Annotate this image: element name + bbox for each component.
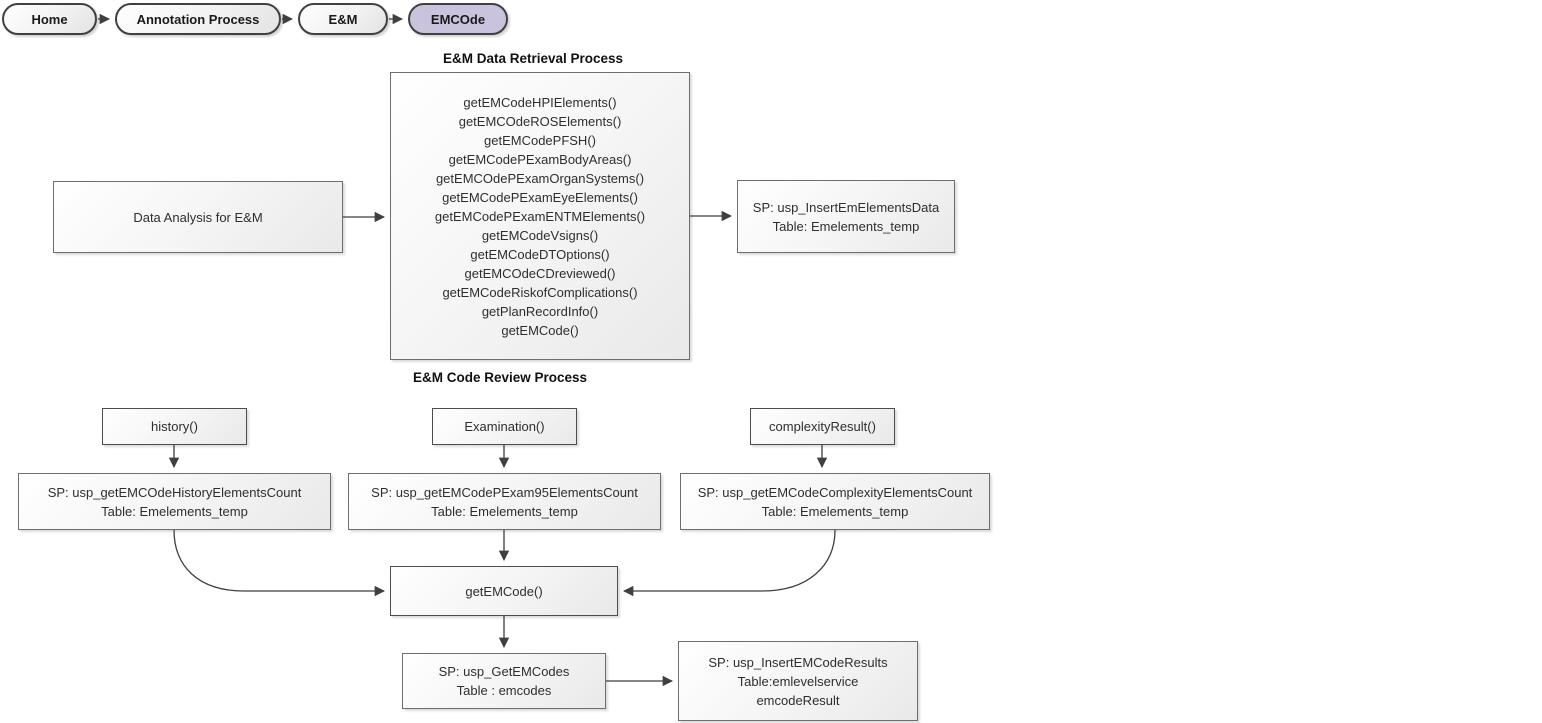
get-em-code-label: getEMCode() bbox=[465, 583, 543, 599]
connector-complexity-count-to-getemcode bbox=[622, 529, 836, 597]
get-em-codes-table: Table : emcodes bbox=[456, 683, 552, 698]
function-item: getEMCodePExamEyeElements() bbox=[442, 189, 638, 205]
history-elements-count-box: SP: usp_getEMCOdeHistoryElementsCount Ta… bbox=[18, 473, 331, 530]
insert-results-sp: SP: usp_InsertEMCodeResults bbox=[708, 654, 888, 670]
exam95-elements-count-box: SP: usp_getEMCodePExam95ElementsCount Ta… bbox=[348, 473, 661, 530]
function-item: getEMCodeDTOptions() bbox=[470, 246, 610, 262]
connector-history-count-to-getemcode bbox=[173, 529, 386, 597]
breadcrumb-pill-em[interactable]: E&M bbox=[298, 3, 388, 35]
exam95-count-sp: SP: usp_getEMCodePExam95ElementsCount bbox=[371, 484, 638, 500]
insert-em-code-results-box: SP: usp_InsertEMCodeResults Table:emleve… bbox=[678, 641, 918, 721]
insert-em-elements-box: SP: usp_InsertEmElementsData Table: Emel… bbox=[737, 180, 955, 253]
history-label: history() bbox=[151, 419, 198, 434]
history-count-table: Table: Emelements_temp bbox=[101, 503, 248, 519]
function-item: getEMCodePExamBodyAreas() bbox=[448, 151, 632, 167]
data-analysis-box: Data Analysis for E&M bbox=[53, 181, 343, 253]
insert-results-table: Table:emlevelservice bbox=[737, 673, 859, 689]
function-item: getEMCOdeROSElements() bbox=[458, 113, 622, 129]
get-em-codes-box: SP: usp_GetEMCodes Table : emcodes bbox=[402, 653, 606, 709]
function-item: getEMCodePFSH() bbox=[484, 132, 596, 148]
history-box: history() bbox=[102, 408, 247, 445]
data-analysis-label: Data Analysis for E&M bbox=[133, 209, 263, 225]
retrieval-process-title: E&M Data Retrieval Process bbox=[442, 51, 624, 66]
function-item: getEMCOdeCDreviewed() bbox=[464, 265, 616, 281]
function-item: getEMCodeRiskofComplications() bbox=[442, 284, 638, 300]
function-item: getEMCodeHPIElements() bbox=[463, 94, 617, 110]
complexity-count-sp: SP: usp_getEMCodeComplexityElementsCount bbox=[697, 484, 973, 500]
function-item: getPlanRecordInfo() bbox=[481, 303, 599, 319]
exam95-count-table: Table: Emelements_temp bbox=[431, 503, 578, 519]
function-item: getEMCode() bbox=[501, 322, 579, 338]
insert-results-table2: emcodeResult bbox=[756, 692, 840, 708]
complexity-count-table: Table: Emelements_temp bbox=[761, 503, 909, 519]
complexity-result-box: complexityResult() bbox=[750, 408, 895, 445]
breadcrumb-pill-home[interactable]: Home bbox=[2, 3, 97, 35]
examination-label: Examination() bbox=[464, 419, 545, 434]
breadcrumb-pill-annotation-process[interactable]: Annotation Process bbox=[115, 3, 281, 35]
get-em-code-box: getEMCode() bbox=[390, 566, 618, 616]
get-em-codes-sp: SP: usp_GetEMCodes bbox=[438, 664, 570, 679]
insert-em-elements-table: Table: Emelements_temp bbox=[772, 218, 920, 234]
function-item: getEMCOdePExamOrganSystems() bbox=[435, 170, 645, 186]
complexity-elements-count-box: SP: usp_getEMCodeComplexityElementsCount… bbox=[680, 473, 990, 530]
history-count-sp: SP: usp_getEMCOdeHistoryElementsCount bbox=[47, 484, 302, 500]
examination-box: Examination() bbox=[432, 408, 577, 445]
retrieval-functions-box: getEMCodeHPIElements() getEMCOdeROSEleme… bbox=[390, 72, 690, 360]
function-item: getEMCodePExamENTMElements() bbox=[434, 208, 646, 224]
breadcrumb-pill-emcode-active[interactable]: EMCOde bbox=[408, 3, 508, 35]
review-process-title: E&M Code Review Process bbox=[412, 370, 588, 385]
complexity-result-label: complexityResult() bbox=[769, 419, 876, 434]
function-item: getEMCodeVsigns() bbox=[481, 227, 599, 243]
insert-em-elements-sp: SP: usp_InsertEmElementsData bbox=[752, 199, 940, 215]
